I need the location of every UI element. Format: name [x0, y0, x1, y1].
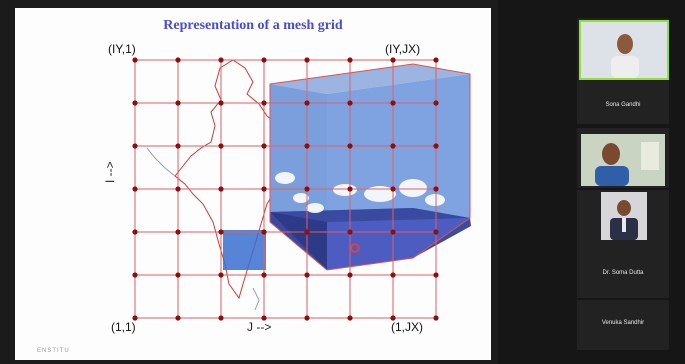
grid-node [261, 100, 267, 106]
grid-node [390, 100, 396, 106]
grid-node [261, 315, 267, 321]
corner-label-top-right: (IY,JX) [385, 42, 421, 56]
mesh-grid-figure [132, 57, 471, 321]
highlighted-cell [223, 230, 266, 270]
participant-tile[interactable]: Dr. Soma Dutta [577, 190, 669, 298]
corner-label-bottom-left: (1,1) [111, 320, 136, 334]
corner-label-bottom-right: (1,JX) [391, 320, 424, 334]
grid-node [347, 57, 353, 63]
footer-logo: ENSTITU [37, 348, 70, 354]
grid-node [218, 186, 224, 192]
grid-node [218, 143, 224, 149]
grid-node [175, 100, 181, 106]
corner-label-top-left: (IY,1) [108, 42, 136, 56]
grid-node [175, 229, 181, 235]
grid-node [433, 272, 439, 278]
left-border [0, 0, 15, 364]
grid-node [347, 100, 353, 106]
grid-nodes [132, 57, 439, 321]
grid-node [261, 272, 267, 278]
grid-node [433, 315, 439, 321]
grid-node [261, 57, 267, 63]
grid-node [132, 186, 138, 192]
i-axis-label: I --> [103, 161, 117, 183]
grid-node [433, 100, 439, 106]
participant-video [581, 134, 665, 186]
grid-node [304, 229, 310, 235]
shared-slide: Representation of a mesh grid [15, 8, 491, 360]
grid-node [132, 57, 138, 63]
grid-node [175, 315, 181, 321]
grid-node [132, 100, 138, 106]
grid-node [175, 272, 181, 278]
grid-node [304, 272, 310, 278]
grid-node [304, 100, 310, 106]
grid-node [347, 229, 353, 235]
participant-name: Sona Gandhi [605, 102, 641, 108]
grid-node [304, 57, 310, 63]
grid-node [347, 272, 353, 278]
grid-node [261, 143, 267, 149]
participant-tile[interactable] [577, 128, 669, 188]
grid-node [390, 272, 396, 278]
grid-node [433, 143, 439, 149]
grid-node [218, 229, 224, 235]
grid-node [347, 315, 353, 321]
grid-node [218, 315, 224, 321]
participant-tile[interactable]: Sona Gandhi [577, 18, 669, 124]
participant-name: Dr. Soma Dutta [602, 270, 644, 276]
participant-video [601, 192, 647, 240]
grid-node [132, 229, 138, 235]
slide-title: Representation of a mesh grid [163, 18, 343, 33]
grid-node [390, 315, 396, 321]
participant-name: Venuka Sandhir [601, 320, 645, 326]
grid-node [175, 57, 181, 63]
grid-node [132, 315, 138, 321]
j-axis-label: J --> [247, 320, 272, 334]
india-map-outline [174, 59, 308, 300]
grid-node [433, 57, 439, 63]
cube-illustration [269, 63, 471, 271]
participant-tile[interactable]: Venuka Sandhir [577, 300, 669, 350]
grid-node [261, 186, 267, 192]
grid-node [304, 143, 310, 149]
grid-node [347, 143, 353, 149]
grid-node [304, 186, 310, 192]
grid-node [390, 186, 396, 192]
grid-node [218, 57, 224, 63]
grid-node [390, 229, 396, 235]
grid-node [175, 143, 181, 149]
grid-node [433, 229, 439, 235]
grid-node [218, 100, 224, 106]
participant-video [579, 20, 669, 80]
grid-node [132, 143, 138, 149]
grid-node [347, 186, 353, 192]
grid-node [390, 143, 396, 149]
grid-node [390, 57, 396, 63]
grid-node [261, 229, 267, 235]
coastline-detail [146, 147, 260, 311]
grid-node [433, 186, 439, 192]
grid-node [304, 315, 310, 321]
grid-node [132, 272, 138, 278]
grid-node [175, 186, 181, 192]
grid-node [218, 272, 224, 278]
